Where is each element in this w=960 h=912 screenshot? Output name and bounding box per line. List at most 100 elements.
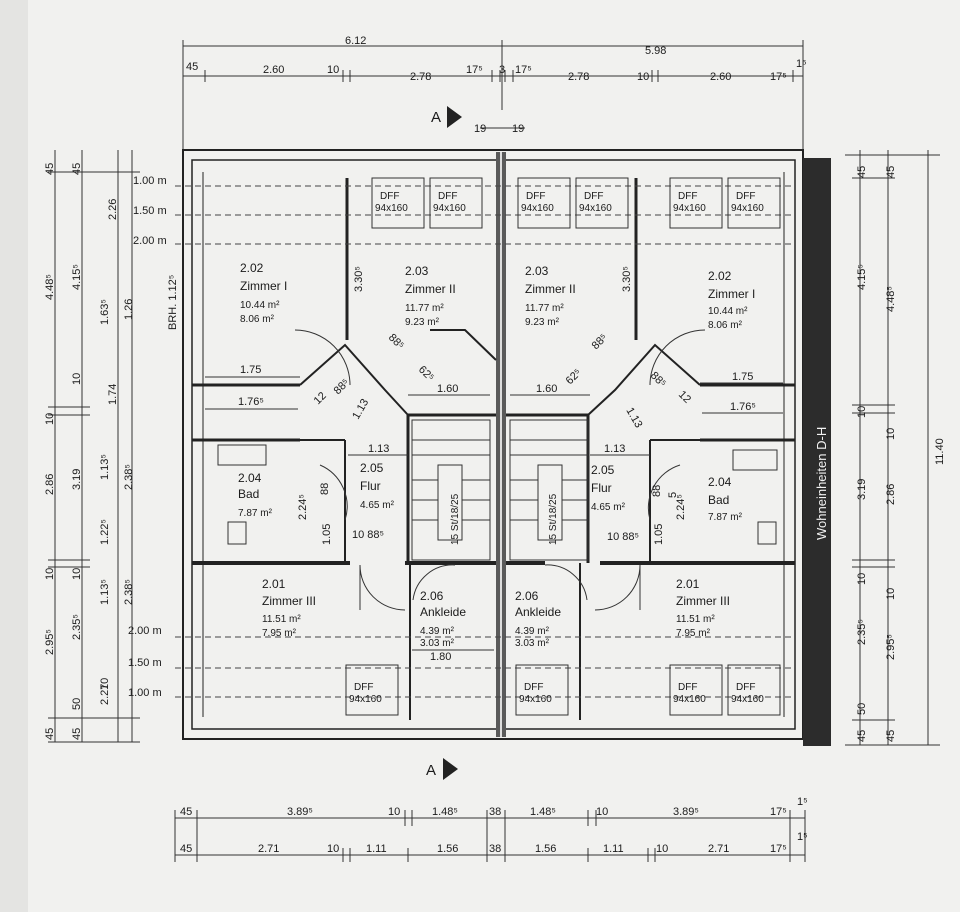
svg-text:Zimmer III: Zimmer III [676,594,730,608]
svg-text:1.76⁵: 1.76⁵ [730,401,756,413]
room-2-05-right: 2.05 Flur 4.65 m² [591,463,626,513]
dff-size: 94x160 [521,203,554,214]
room-2-01-right: 2.01 Zimmer III 11.51 m² 7.95 m² [676,577,730,639]
svg-text:7.87 m²: 7.87 m² [238,508,273,519]
section-marker-top: A [431,106,462,128]
svg-text:4.15⁵: 4.15⁵ [71,264,83,290]
svg-text:50: 50 [71,698,83,710]
svg-text:10: 10 [71,373,83,385]
svg-text:10: 10 [856,573,868,585]
svg-text:38: 38 [489,843,501,855]
height-line-200-top: 2.00 m [133,235,167,247]
dff-label: DFF [678,191,697,202]
svg-text:10 88⁵: 10 88⁵ [352,529,384,541]
svg-text:1.13: 1.13 [604,443,625,455]
svg-text:8.06 m²: 8.06 m² [240,314,275,325]
svg-text:1.76⁵: 1.76⁵ [238,396,264,408]
svg-text:9.23 m²: 9.23 m² [525,317,560,328]
svg-text:BRH. 1.12⁵: BRH. 1.12⁵ [167,275,179,330]
svg-text:10: 10 [99,678,111,690]
svg-text:10: 10 [596,806,608,818]
room-2-04-left: 2.04 Bad 7.87 m² [238,471,273,519]
room-2-02-left: 2.02 Zimmer I 10.44 m² 8.06 m² [240,261,287,325]
svg-text:2.95⁵: 2.95⁵ [44,629,56,655]
svg-text:38: 38 [489,806,501,818]
svg-text:17⁵: 17⁵ [770,806,787,818]
room-2-06-left: 2.06 Ankleide 4.39 m² 3.03 m² [420,589,466,649]
dff-size: 94x160 [673,203,706,214]
svg-text:2.35⁵: 2.35⁵ [71,614,83,640]
svg-text:3.89⁵: 3.89⁵ [673,806,699,818]
svg-text:45: 45 [44,728,56,740]
svg-text:45: 45 [885,730,897,742]
svg-text:1.60: 1.60 [437,383,458,395]
svg-text:Bad: Bad [238,487,259,501]
dff-label: DFF [526,191,545,202]
svg-text:3.30⁵: 3.30⁵ [353,266,365,292]
svg-text:3.03 m²: 3.03 m² [420,638,455,649]
svg-text:2.01: 2.01 [262,577,286,591]
dim-top-10-left: 10 [327,64,339,76]
svg-text:2.27: 2.27 [99,684,111,705]
dim-top-260-right: 2.60 [710,71,731,83]
svg-text:2.04: 2.04 [708,475,732,489]
svg-text:50: 50 [856,703,868,715]
dff-size: 94x160 [731,203,764,214]
dim-top-278-left: 2.78 [410,71,431,83]
room-2-02-right: 2.02 Zimmer I 10.44 m² 8.06 m² [708,269,755,331]
svg-text:1.22⁵: 1.22⁵ [99,519,111,545]
svg-text:2.02: 2.02 [240,261,264,275]
dff-size: 94x160 [433,203,466,214]
dff-label: DFF [380,191,399,202]
roof-windows: DFF 94x160 DFF 94x160 DFF 94x160 DFF 94x… [345,177,781,716]
svg-text:10: 10 [656,843,668,855]
height-line-150-bottom: 1.50 m [128,657,162,669]
svg-text:4.39 m²: 4.39 m² [420,626,455,637]
svg-text:2.06: 2.06 [420,589,444,603]
dff-size: 94x160 [519,694,552,705]
bottom-dimension-chains: 45 3.89⁵ 10 1.48⁵ 38 1.48⁵ 10 3.89⁵ 17⁵ … [174,796,808,862]
svg-text:45: 45 [180,843,192,855]
dff-size: 94x160 [731,694,764,705]
svg-text:Zimmer I: Zimmer I [708,287,755,301]
svg-text:17⁵: 17⁵ [770,843,787,855]
height-lines: 1.00 m 1.50 m 2.00 m 2.00 m 1.50 m 1.00 … [128,175,795,699]
bath-fixtures [217,444,778,545]
svg-text:1.48⁵: 1.48⁵ [530,806,556,818]
svg-text:4.48⁵: 4.48⁵ [44,274,56,300]
svg-text:2.24⁵: 2.24⁵ [675,494,687,520]
svg-text:1.60: 1.60 [536,383,557,395]
dff-label: DFF [736,682,755,693]
dff-size: 94x160 [349,694,382,705]
svg-text:10: 10 [388,806,400,818]
svg-text:2.24⁵: 2.24⁵ [297,494,309,520]
svg-text:10: 10 [327,843,339,855]
svg-text:88: 88 [651,485,663,497]
dim-top-45: 45 [186,61,198,73]
room-2-03-left: 2.03 Zimmer II 11.77 m² 9.23 m² [405,264,456,328]
stairs-right [509,419,589,561]
room-2-03-right: 2.03 Zimmer II 11.77 m² 9.23 m² [525,264,576,328]
svg-text:1⁵: 1⁵ [797,796,808,808]
svg-text:10: 10 [44,413,56,425]
svg-text:1.56: 1.56 [437,843,458,855]
dff-label: DFF [584,191,603,202]
svg-text:3.30⁵: 3.30⁵ [621,266,633,292]
svg-text:Ankleide: Ankleide [515,605,561,619]
height-line-200-bottom: 2.00 m [128,625,162,637]
svg-text:10: 10 [885,428,897,440]
left-dimension-chains: 45 4.48⁵ 10 2.86 10 2.95⁵ 45 45 4.15⁵ 10… [44,150,140,743]
svg-text:1.48⁵: 1.48⁵ [432,806,458,818]
svg-text:11.77 m²: 11.77 m² [405,303,444,314]
svg-text:Bad: Bad [708,493,729,507]
svg-text:A: A [431,109,441,126]
svg-text:2.03: 2.03 [525,264,549,278]
svg-text:10.44 m²: 10.44 m² [240,300,280,311]
dim-top-260-left: 2.60 [263,64,284,76]
stairs-label-right: 15 St/18/25 [548,493,559,545]
svg-text:2.71: 2.71 [708,843,729,855]
svg-text:2.05: 2.05 [360,461,384,475]
dff-label: DFF [736,191,755,202]
svg-text:1⁵: 1⁵ [797,831,808,843]
dim-top-3: 3 [499,64,505,76]
